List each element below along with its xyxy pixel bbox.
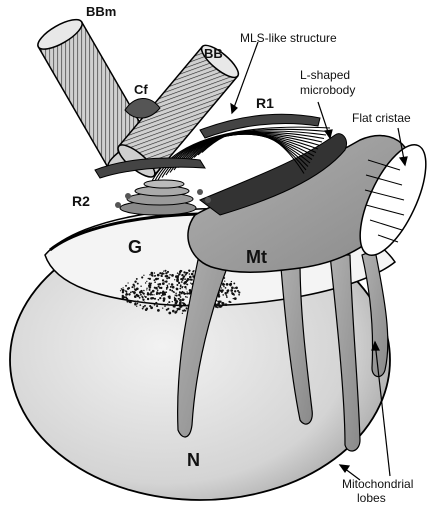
label-mt: Mt xyxy=(246,247,267,267)
label-lobes-2: lobes xyxy=(357,491,386,505)
label-g: G xyxy=(128,237,142,257)
label-bb: BB xyxy=(204,46,223,61)
label-microbody-2: microbody xyxy=(300,83,355,97)
label-mls: MLS-like structure xyxy=(240,31,337,45)
label-r2: R2 xyxy=(72,193,90,209)
label-n: N xyxy=(187,450,200,470)
label-r1: R1 xyxy=(256,95,274,111)
label-microbody-1: L-shaped xyxy=(300,68,350,82)
label-bbm: BBm xyxy=(86,4,116,19)
label-lobes-1: Mitochondrial xyxy=(342,477,413,491)
label-cf: Cf xyxy=(134,82,148,97)
label-cristae: Flat cristae xyxy=(352,111,411,125)
